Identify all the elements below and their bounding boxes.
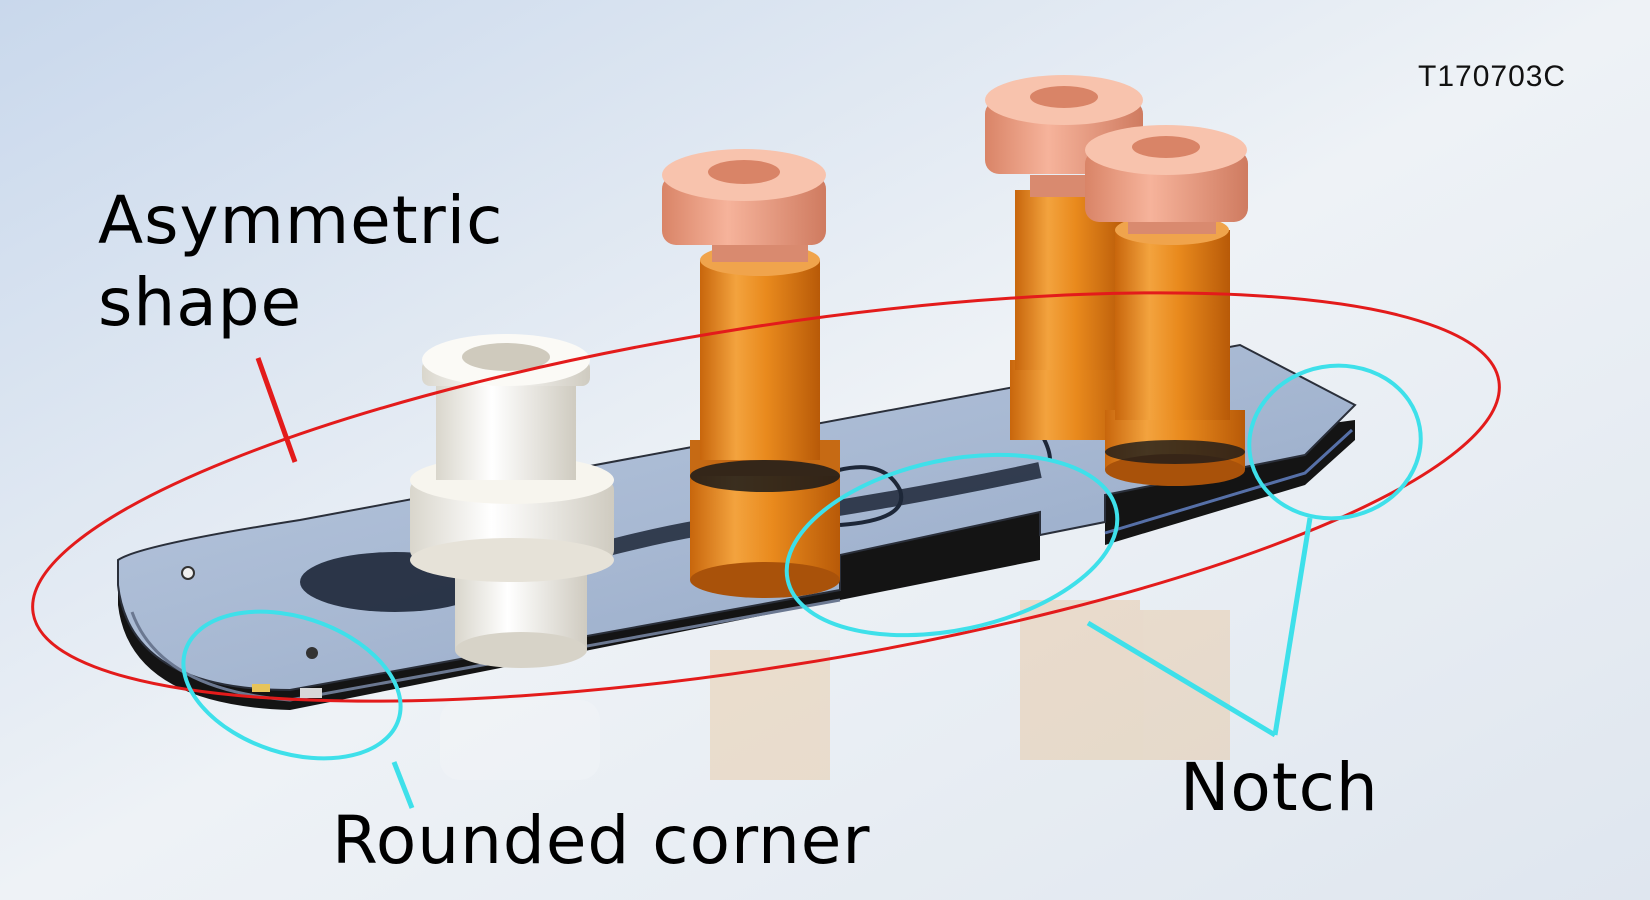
- rounded-corner-circle: [181, 609, 403, 761]
- asymmetric-shape-outline: [31, 291, 1501, 703]
- notch-leader-left: [1086, 620, 1277, 738]
- floor-reflection: [440, 600, 1230, 780]
- figure-code: T170703C: [1418, 60, 1567, 93]
- notch-leader-right: [1272, 517, 1313, 736]
- asymmetric-label-line1: Asymmetric: [98, 182, 504, 259]
- notch-circle-left: [784, 452, 1120, 638]
- rounded-corner-label: Rounded corner: [332, 802, 871, 879]
- asymmetric-shape-leader: [255, 357, 298, 463]
- orange-connector-middle: [662, 149, 840, 598]
- notch-label: Notch: [1180, 749, 1379, 826]
- white-adapter: [410, 334, 614, 668]
- notch-circle-right: [1247, 363, 1423, 521]
- orange-connector-front: [1085, 125, 1248, 486]
- rounded-corner-leader: [391, 761, 415, 809]
- asymmetric-label-line2: shape: [98, 264, 303, 341]
